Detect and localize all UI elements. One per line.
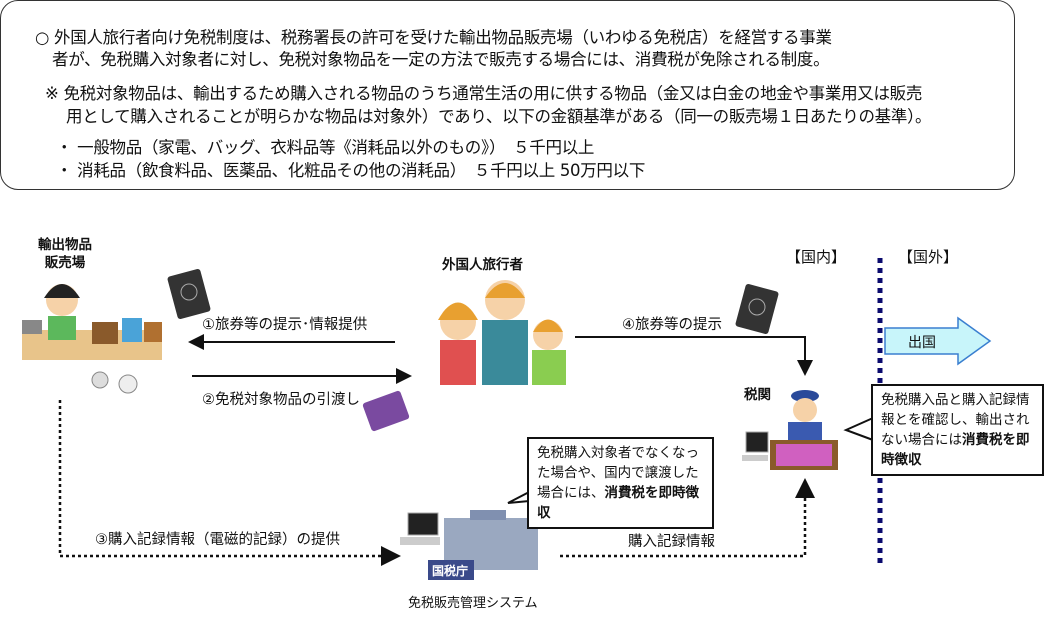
nta-sign: 国税庁 bbox=[432, 564, 469, 578]
tax-free-package-icon bbox=[362, 390, 410, 432]
domestic-label: 【国内】 bbox=[786, 248, 847, 266]
summary-line-2: 者が、免税購入対象者に対し、免税対象物品を一定の方法で販売する場合には、消費税が… bbox=[52, 50, 830, 69]
step4-label: ④旅券等の提示 bbox=[622, 317, 722, 333]
step1-label: ①旅券等の提示･情報提供 bbox=[202, 317, 368, 333]
shop-illustration bbox=[22, 284, 162, 394]
customs-officer-illustration bbox=[742, 390, 838, 470]
shop-label: 輸出物品販売場 bbox=[38, 237, 92, 271]
tax-agency-illustration bbox=[400, 510, 538, 580]
note-line-2: 用として購入されることが明らかな物品は対象外）であり、以下の金額基準がある（同一… bbox=[66, 107, 932, 126]
bubble-tail bbox=[843, 417, 874, 441]
overseas-label: 【国外】 bbox=[898, 248, 959, 266]
summary-box bbox=[0, 0, 1015, 190]
note-line-1: ※ 免税対象物品は、輸出するため購入される物品のうち通常生活の用に供する物品（金… bbox=[45, 84, 923, 103]
passport-icon bbox=[167, 269, 211, 319]
passport-icon bbox=[735, 284, 779, 334]
bullet-general-goods: ・ 一般物品（家電、バッグ、衣料品等《消耗品以外のもの》） ５千円以上 bbox=[56, 138, 595, 157]
summary-line-1: ○ 外国人旅行者向け免税制度は、税務署長の許可を受けた輸出物品販売場（いわゆる免… bbox=[35, 28, 832, 47]
callout-domestic-transfer: 免税購入対象者でなくなった場合や、国内で譲渡した場合には、消費税を即時徴収 bbox=[527, 437, 714, 529]
record-info-label: 購入記録情報 bbox=[628, 534, 715, 550]
departure-label: 出国 bbox=[908, 335, 936, 351]
bullet-consumables: ・ 消耗品（飲食料品、医薬品、化粧品その他の消耗品） ５千円以上 50万円以下 bbox=[56, 161, 646, 180]
departure-arrow bbox=[884, 316, 992, 366]
arrow-step3 bbox=[58, 400, 401, 566]
system-label: 免税販売管理システム bbox=[408, 596, 538, 611]
callout-customs-check: 免税購入品と購入記録情報とを確認し、輸出されない場合には消費税を即時徴収 bbox=[871, 384, 1044, 476]
step3-label: ③購入記録情報（電磁的記録）の提供 bbox=[95, 532, 340, 548]
step2-label: ②免税対象物品の引渡し bbox=[202, 392, 360, 408]
customs-label: 税関 bbox=[744, 387, 771, 403]
arrow-step4 bbox=[575, 336, 813, 376]
traveler-label: 外国人旅行者 bbox=[442, 257, 523, 273]
travelers-illustration bbox=[438, 280, 566, 385]
